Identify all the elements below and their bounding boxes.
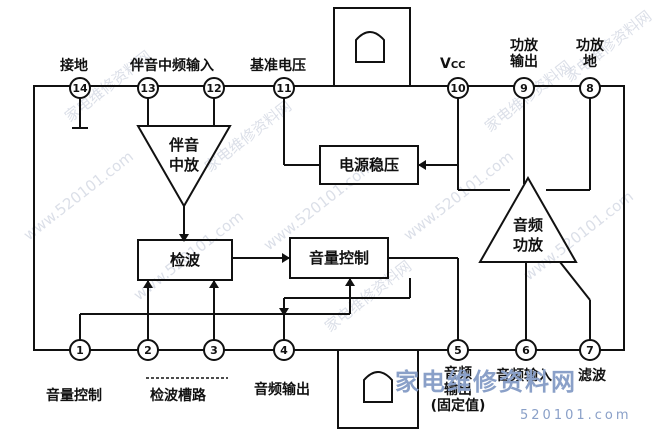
pin-number: 13 — [140, 82, 155, 95]
pin-12-circle — [203, 77, 225, 99]
watermark-logo-url: 520101.com — [520, 408, 632, 423]
pin-number: 1 — [76, 344, 84, 357]
pin-5-label: 音频 输出 (固定值) — [420, 366, 496, 414]
pin-7-label: 滤波 — [578, 368, 606, 384]
pin-14-label: 接地 — [60, 58, 88, 74]
pin-number: 7 — [586, 344, 594, 357]
pin-8-circle — [579, 77, 601, 99]
if-amp-label: 中放 — [169, 156, 200, 174]
arrow-vcc-to-regulator — [418, 160, 426, 170]
arrow-pin3-to-detector — [209, 280, 219, 288]
pin-9-label-line: 功放 — [510, 38, 538, 54]
pin-number: 3 — [210, 344, 218, 357]
volume-control-label: 音量控制 — [309, 249, 369, 267]
pin-number: 8 — [586, 82, 594, 95]
arrow-pin1-to-volume — [345, 278, 355, 286]
pin-number: 5 — [454, 344, 462, 357]
pin-4-circle — [273, 339, 295, 361]
pin-9-circle — [513, 77, 535, 99]
pin-11-label: 基准电压 — [250, 58, 306, 74]
watermark-logo: 家电维修资料网 — [395, 368, 577, 396]
pin-number: 10 — [450, 82, 466, 95]
pin-6-circle — [515, 339, 537, 361]
pin-1-label: 音量控制 — [46, 388, 102, 404]
chip-outline — [33, 85, 625, 351]
pin-10-label: VCC — [440, 56, 466, 74]
if-amp-label: 伴音 — [168, 136, 199, 154]
vcc-sub: CC — [450, 60, 466, 71]
pin-8-label-line: 功放 — [576, 38, 604, 54]
audio-amp-triangle — [478, 175, 578, 263]
pin-7-circle — [579, 339, 601, 361]
pin-number: 6 — [522, 344, 530, 357]
pin-2-3-label: 检波槽路 — [150, 388, 206, 404]
pin-9-label: 功放 输出 — [504, 38, 544, 70]
pin-5-label-line: 输出 — [444, 382, 472, 398]
arrow-pin2-to-detector — [143, 280, 153, 288]
pin-number: 9 — [520, 82, 528, 95]
pin-5-circle — [447, 339, 469, 361]
vcc-main: V — [440, 56, 451, 72]
pin-number: 14 — [72, 82, 88, 95]
audio-amp-label: 功放 — [513, 236, 544, 254]
pin-8-label-line: 地 — [583, 54, 597, 70]
pin-9-label-line: 输出 — [510, 54, 538, 70]
arrow-detector-to-volume — [282, 253, 290, 263]
pin-4-label: 音频输出 — [254, 382, 310, 398]
pin-number: 11 — [276, 82, 291, 95]
package-tab-bottom — [337, 350, 419, 429]
pin-6-label: 音频输入 — [496, 368, 552, 384]
pin-3-circle — [203, 339, 225, 361]
pin-number: 12 — [206, 82, 221, 95]
pin-5-label-line: 音频 — [444, 366, 472, 382]
pin-2-circle — [137, 339, 159, 361]
pin-11-circle — [273, 77, 295, 99]
pin-13-circle — [137, 77, 159, 99]
arrow-if-to-detector — [179, 234, 189, 242]
regulator-label: 电源稳压 — [339, 156, 399, 174]
audio-amp-label: 音频 — [513, 216, 543, 234]
pin-8-label: 功放 地 — [570, 38, 610, 70]
pin-1-circle — [69, 339, 91, 361]
pin-14-circle — [69, 77, 91, 99]
detector-label: 检波 — [170, 251, 201, 269]
pin-13-label: 伴音中频输入 — [130, 58, 214, 74]
package-notch-top — [355, 31, 385, 63]
if-amp-triangle — [136, 125, 232, 209]
pin-number: 4 — [280, 344, 288, 357]
package-tab-top — [333, 7, 411, 86]
pin-5-label-line: (固定值) — [430, 398, 486, 414]
pin-10-circle — [447, 77, 469, 99]
package-notch-bottom — [363, 371, 393, 403]
pin-number: 2 — [144, 344, 152, 357]
arrow-volume-to-pin4 — [279, 308, 289, 316]
